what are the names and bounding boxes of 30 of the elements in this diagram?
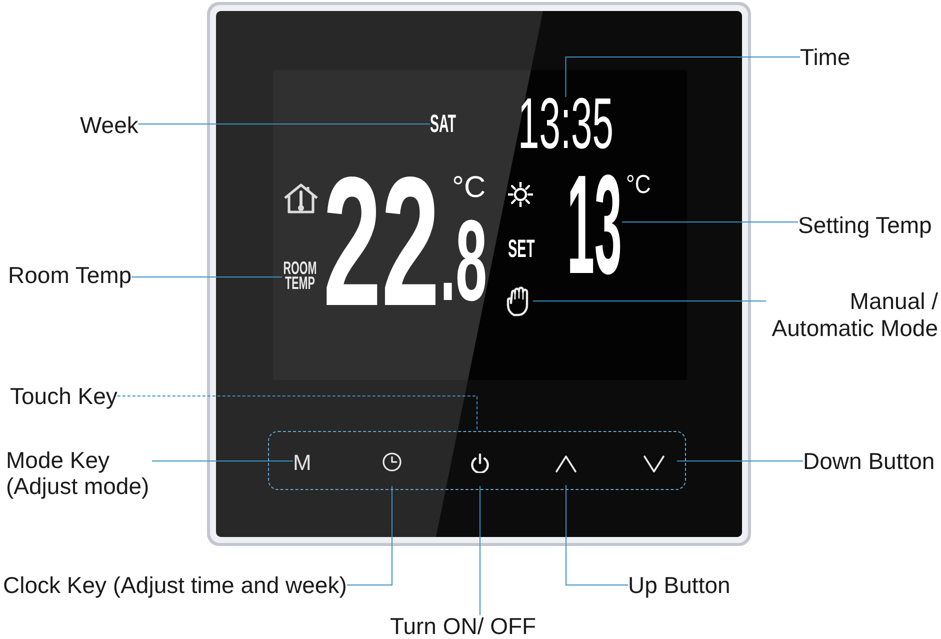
leader-line	[152, 460, 294, 462]
callout-label: Time	[800, 44, 850, 70]
set-temperature-readout: 13	[567, 172, 622, 278]
leader-line	[532, 300, 766, 302]
touch-key-panel	[268, 431, 686, 490]
callout-label: Mode Key (Adjust mode)	[6, 447, 152, 499]
callout-label: Up Button	[628, 572, 730, 598]
room-temperature-decimal: .8	[440, 218, 487, 304]
display-label: SET	[508, 240, 535, 259]
leader-line	[346, 486, 392, 586]
unit-label: °C	[626, 175, 651, 194]
unit-label: °C	[452, 177, 486, 200]
callout-label: Clock Key (Adjust time and week)	[3, 572, 347, 598]
callout-label: Down Button	[803, 448, 935, 474]
leader-line	[566, 484, 628, 586]
key-letter: M	[293, 452, 312, 474]
leader-line	[676, 460, 804, 462]
callout-label: Manual / Automatic Mode	[766, 288, 938, 342]
callout-label: Turn ON/ OFF	[390, 615, 536, 637]
callout-label: Room Temp	[8, 262, 132, 288]
leader-line	[131, 276, 282, 278]
weekday-readout: SAT	[430, 115, 456, 134]
callout-label: Week	[80, 112, 138, 138]
leader-line	[116, 396, 478, 432]
callout-label: Touch Key	[10, 383, 118, 409]
room-temperature-readout: 22	[323, 172, 440, 310]
leader-line	[565, 56, 800, 98]
display-label: ROOM TEMP	[282, 261, 318, 291]
callout-label: Setting Temp	[798, 212, 932, 238]
time-readout: 13:35	[518, 97, 614, 151]
